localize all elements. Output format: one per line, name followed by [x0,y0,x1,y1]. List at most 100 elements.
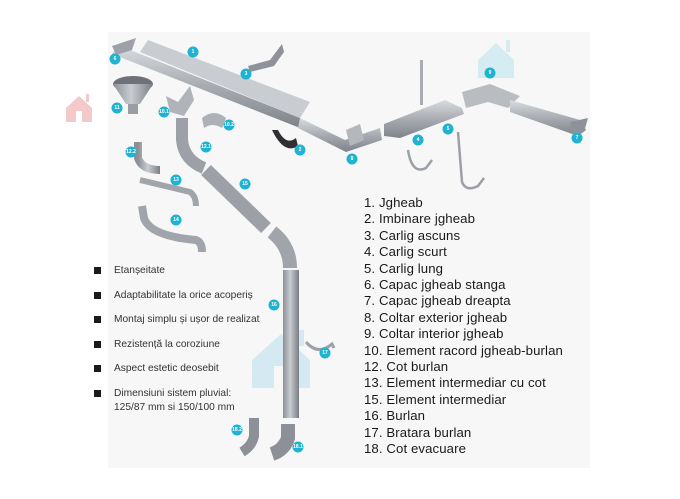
badge-6 [109,53,121,65]
legend-item: 7. Capac jgheab dreapta [364,293,511,309]
badge-16-label: 16 [271,302,277,308]
badge-15 [239,178,251,190]
badge-10-2-label: 10.2 [224,122,234,128]
elbow-lower [267,226,297,269]
gutter-joint [272,130,298,149]
feature-text: Dimensiuni sistem pluvial: 125/87 mm si … [114,387,235,413]
badge-9 [484,67,496,79]
badge-13 [170,174,182,186]
short-hook [406,149,433,171]
legend-item: 6. Capac jgheab stanga [364,277,506,293]
elbow-18-2 [239,418,259,457]
badge-15-label: 15 [242,181,248,187]
feature-item: Aspect estetic deosebit [94,362,264,376]
badge-18-2-label: 18.2 [232,427,242,433]
legend-item: 8. Coltar exterior jgheab [364,309,508,325]
badge-3-label: 3 [245,71,248,77]
badge-13-label: 13 [173,177,179,183]
badge-12-1 [200,141,212,153]
feature-text: Montaj simplu și ușor de realizat [114,314,260,326]
legend-item: 3. Carlig ascuns [364,227,461,243]
badge-11 [111,102,123,114]
parts-legend: 1. Jgheab 2. Imbinare jgheab 3. Carlig a… [364,195,563,458]
badge-4 [412,134,424,146]
badge-2-label: 2 [299,147,302,153]
watermark-house-red-icon [66,94,92,122]
legend-item: 12. Cot burlan [364,359,449,375]
badge-6-label: 6 [114,56,117,62]
legend-item: 13. Element intermediar cu cot [364,375,546,391]
badge-8-label: 8 [351,156,354,162]
outer-corner-face [346,124,364,146]
feature-text: Rezistență la coroziune [114,338,220,350]
gutter-middle [384,100,464,138]
bullet-square-icon [94,316,101,324]
end-cap-left [112,38,136,55]
badge-9-label: 9 [489,70,492,76]
legend-item: 16. Burlan [364,408,426,424]
badge-17 [319,347,331,359]
bullet-square-icon [94,291,101,299]
badge-10-1 [158,106,170,118]
gutter-jgheab [112,40,310,128]
funnel-outlet [113,76,153,114]
legend-item: 17. Bratara burlan [364,424,472,440]
badge-5 [442,123,454,135]
intermediate-13 [139,177,199,207]
badge-1 [187,46,199,58]
badge-10-1-label: 10.1 [159,109,169,115]
badge-14-label: 14 [173,217,179,223]
feature-list: Etanșeitate Adaptabilitate la orice acop… [94,264,264,425]
legend-item: 5. Carlig lung [364,260,444,276]
feature-text: Aspect estetic deosebit [114,363,219,375]
legend-item: 2. Imbinare jgheab [364,211,476,227]
legend-item: 18. Cot evacuare [364,441,467,457]
feature-text: Etanșeitate [114,265,165,276]
badge-18-1-label: 18.1 [293,444,303,450]
legend-item: 10. Element racord jgheab-burlan [364,342,563,358]
watermark-house-blue-icon [478,40,514,78]
inner-corner [462,84,520,108]
outlet-connector-10-2 [202,113,226,128]
badge-10-2 [223,119,235,131]
elbow-12-2 [134,142,161,174]
elbow-18-1 [269,424,295,461]
end-cap-right [570,118,588,134]
bullet-square-icon [94,389,101,397]
feature-text: Adaptabilitate la orice acoperiș [114,289,253,301]
badge-7 [571,132,583,144]
outlet-connector-10-1 [166,86,194,116]
badge-12-2-label: 12.2 [126,149,136,155]
badge-11-label: 11 [114,105,120,111]
bullet-square-icon [94,267,101,274]
badge-12-2 [125,146,137,158]
intermediate-14 [138,205,206,253]
badge-16 [268,299,280,311]
badge-18-1 [292,441,304,453]
badge-5-label: 5 [447,126,450,132]
gutter-right [510,100,586,136]
downpipe-upper [176,118,207,174]
intermediate-15 [201,164,271,234]
feature-item: Montaj simplu și ușor de realizat [94,313,264,327]
bullet-square-icon [94,340,101,348]
legend-item: 9. Coltar interior jgheab [364,326,504,342]
badge-1-label: 1 [192,49,195,55]
feature-item: Dimensiuni sistem pluvial: 125/87 mm si … [94,387,264,414]
feature-item: Adaptabilitate la orice acoperiș [94,289,264,303]
badge-18-2 [231,424,243,436]
badge-14 [170,214,182,226]
long-hook [456,131,485,190]
feature-item: Etanșeitate [94,264,264,278]
legend-item: 1. Jgheab [364,195,423,210]
downpipe-16 [283,270,299,418]
badge-8 [346,153,358,165]
bullet-square-icon [94,365,101,373]
badge-17-label: 17 [322,350,328,356]
outer-corner [298,118,382,152]
badge-7-label: 7 [576,135,579,141]
feature-item: Rezistență la coroziune [94,338,264,352]
badge-3 [240,68,252,80]
hidden-hook [248,44,284,72]
bracket-rod [420,60,423,105]
